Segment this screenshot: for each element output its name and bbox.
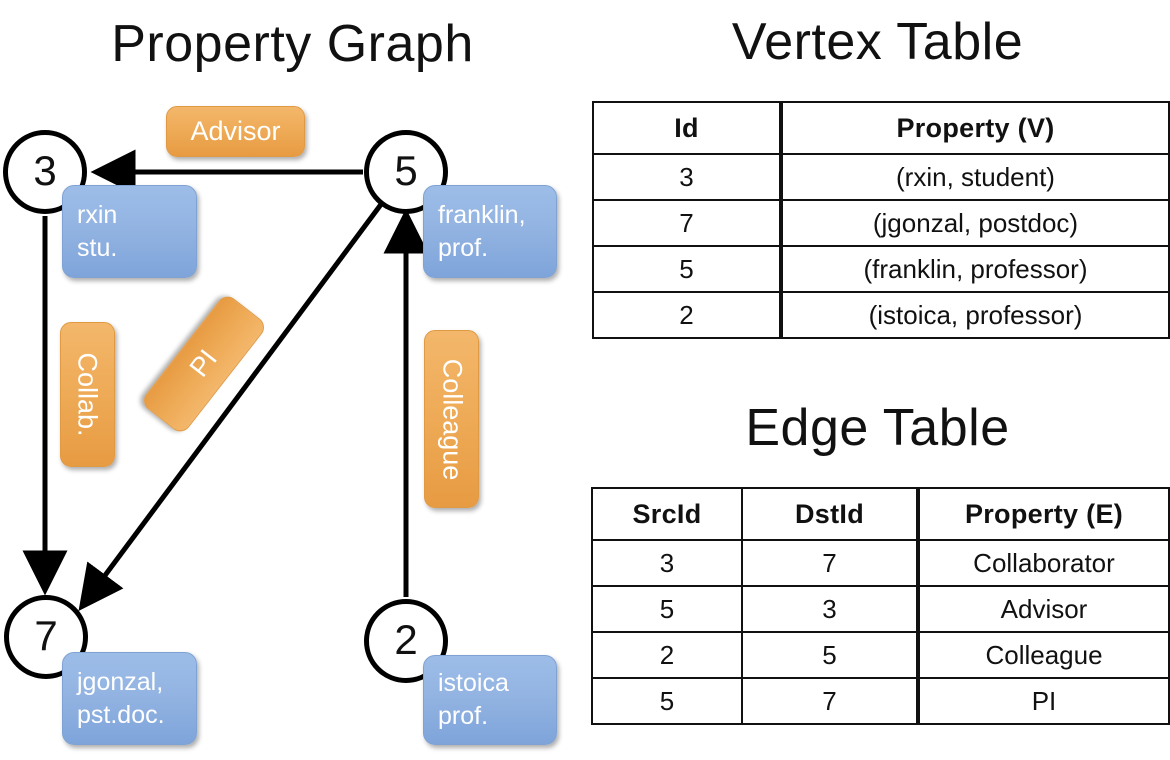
- edge-table-cell-srcid: 5: [591, 585, 743, 633]
- page-title-property-graph: Property Graph: [111, 15, 474, 73]
- edge-label-colleague-text: Colleague: [437, 358, 467, 480]
- edge-table-cell-property: Colleague: [916, 631, 1170, 679]
- vertex-property-box-rxin[interactable]: rxin stu.: [62, 185, 197, 278]
- property-graph-diagram: 3 5 7 2 rxin stu. franklin, prof. jgonza…: [3, 106, 557, 745]
- table-row[interactable]: 2 5 Colleague: [591, 631, 1170, 679]
- vertex-table-cell-id: 3: [592, 153, 782, 201]
- table-header-row: SrcId DstId Property (E): [591, 487, 1170, 541]
- edge-table: SrcId DstId Property (E) 3 7 Collaborato…: [591, 487, 1170, 725]
- edge-label-pi-text: PI: [183, 344, 224, 383]
- edge-label-advisor-text: Advisor: [190, 116, 281, 146]
- vertex-table-cell-id: 5: [592, 245, 782, 293]
- vertex-property-line: pst.doc.: [77, 700, 165, 729]
- edge-arrow-5-to-7: [78, 201, 385, 612]
- vertex-property-line: istoica: [438, 669, 509, 697]
- edge-table-header-dstid: DstId: [741, 487, 919, 541]
- edge-table-header-property: Property (E): [916, 487, 1170, 541]
- table-row[interactable]: 3 (rxin, student): [592, 153, 1170, 201]
- edge-table-cell-srcid: 5: [591, 677, 743, 725]
- table-row[interactable]: 2 (istoica, professor): [592, 291, 1170, 339]
- vertex-table-cell-id: 7: [592, 199, 782, 247]
- vertex-table-cell-id: 2: [592, 291, 782, 339]
- vertex-table-header-id: Id: [592, 101, 782, 155]
- vertex-node-5[interactable]: 5: [364, 130, 448, 214]
- page-title-vertex-table: Vertex Table: [731, 13, 1024, 71]
- page-title-edge-table: Edge Table: [745, 399, 1010, 457]
- vertex-property-box-franklin[interactable]: franklin, prof.: [423, 185, 557, 278]
- vertex-table-cell-property: (istoica, professor): [779, 291, 1170, 339]
- vertex-table-cell-property: (rxin, student): [779, 153, 1170, 201]
- table-row[interactable]: 5 (franklin, professor): [592, 245, 1170, 293]
- table-row[interactable]: 5 7 PI: [591, 677, 1170, 725]
- vertex-table-cell-property: (franklin, professor): [779, 245, 1170, 293]
- edge-table-cell-srcid: 2: [591, 631, 743, 679]
- vertex-node-3-label: 3: [33, 147, 57, 194]
- vertex-property-line: rxin: [77, 200, 118, 229]
- table-row[interactable]: 3 7 Collaborator: [591, 539, 1170, 587]
- edge-label-collab[interactable]: Collab.: [60, 322, 115, 467]
- edge-label-colleague[interactable]: Colleague: [424, 330, 479, 508]
- vertex-node-7-label: 7: [34, 612, 58, 659]
- vertex-property-line: prof.: [438, 233, 489, 262]
- vertex-table: Id Property (V) 3 (rxin, student) 7 (jgo…: [592, 101, 1170, 339]
- vertex-node-2[interactable]: 2: [364, 599, 448, 683]
- edge-table-cell-property: Collaborator: [916, 539, 1170, 587]
- edge-table-cell-dstid: 7: [741, 539, 919, 587]
- table-row[interactable]: 5 3 Advisor: [591, 585, 1170, 633]
- edge-table-cell-property: PI: [916, 677, 1170, 725]
- edge-table-cell-dstid: 3: [741, 585, 919, 633]
- edge-label-advisor[interactable]: Advisor: [166, 106, 305, 157]
- vertex-property-line: franklin,: [438, 200, 526, 229]
- edge-table-cell-property: Advisor: [916, 585, 1170, 633]
- vertex-table-cell-property: (jgonzal, postdoc): [779, 199, 1170, 247]
- table-header-row: Id Property (V): [592, 101, 1170, 155]
- vertex-property-line: prof.: [438, 702, 489, 730]
- vertex-node-2-label: 2: [394, 616, 418, 663]
- vertex-table-header-property: Property (V): [779, 101, 1170, 155]
- vertex-property-line: jgonzal,: [77, 667, 164, 696]
- vertex-property-box-jgonzal[interactable]: jgonzal, pst.doc.: [62, 652, 197, 745]
- edge-table-cell-dstid: 5: [741, 631, 919, 679]
- vertex-property-box-istoica[interactable]: istoica prof.: [423, 655, 557, 745]
- vertex-node-5-label: 5: [394, 147, 418, 194]
- edge-label-collab-text: Collab.: [73, 352, 104, 437]
- vertex-property-line: stu.: [77, 233, 118, 262]
- graph-edge-arrows: [22, 149, 429, 612]
- edge-table-cell-dstid: 7: [741, 677, 919, 725]
- table-row[interactable]: 7 (jgonzal, postdoc): [592, 199, 1170, 247]
- edge-table-header-srcid: SrcId: [591, 487, 743, 541]
- edge-table-cell-srcid: 3: [591, 539, 743, 587]
